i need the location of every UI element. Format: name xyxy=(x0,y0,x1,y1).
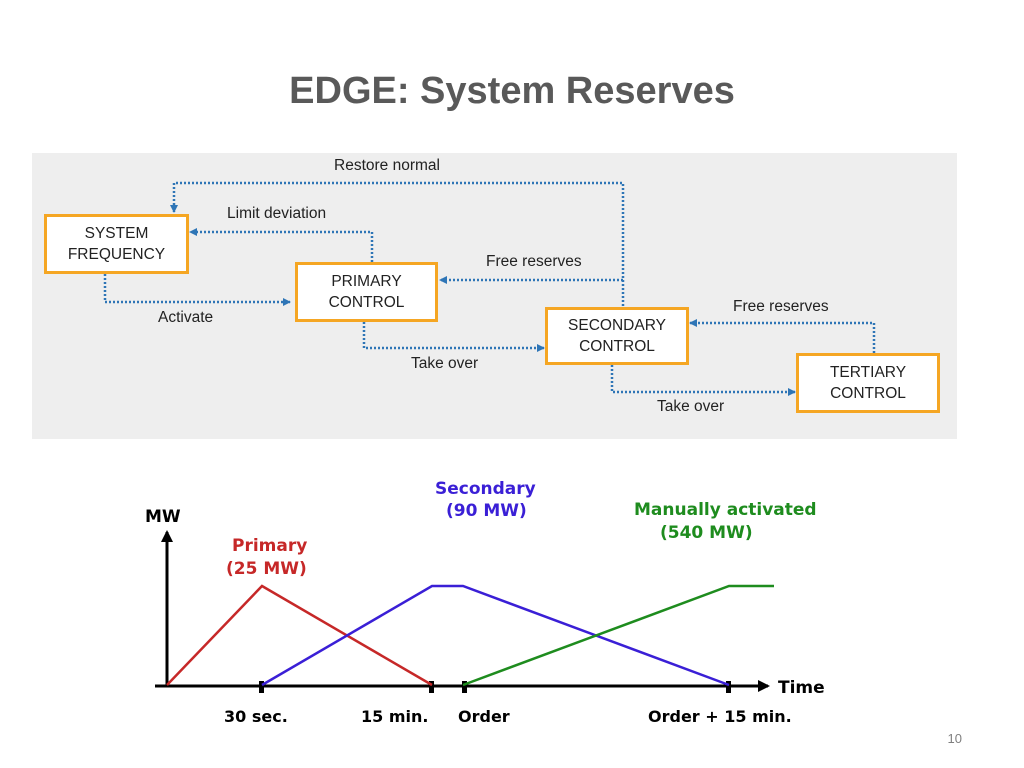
free-reserves-label-primary: Free reserves xyxy=(486,253,582,270)
slide-number: 10 xyxy=(947,731,962,746)
take-over-arrow-tertiary xyxy=(610,365,796,396)
slide-title: EDGE: System Reserves xyxy=(289,70,735,112)
activate-arrow xyxy=(103,274,291,306)
x-tick-label: Order xyxy=(458,707,510,726)
x-tick-15min xyxy=(429,681,434,693)
series-primary-amount: (25 MW) xyxy=(226,559,307,579)
secondary-control-box: SECONDARY CONTROL xyxy=(545,307,689,365)
take-over-label-primary: Take over xyxy=(411,355,479,372)
x-tick-label: 15 min. xyxy=(361,707,428,726)
limit-deviation-label: Limit deviation xyxy=(227,205,327,222)
x-tick-30sec xyxy=(259,681,264,693)
free-reserves-arrow-secondary xyxy=(689,319,876,353)
series-manual-line xyxy=(462,584,774,687)
series-primary-name: Primary xyxy=(232,536,307,556)
series-secondary-name: Secondary xyxy=(435,479,536,499)
take-over-arrow-secondary xyxy=(362,322,545,352)
restore-normal-label: Restore normal xyxy=(334,157,440,174)
x-tick-order xyxy=(462,681,467,693)
x-tick-label: 30 sec. xyxy=(224,707,288,726)
x-axis-label: Time xyxy=(778,678,825,698)
series-primary-line xyxy=(166,584,433,687)
take-over-label-secondary: Take over xyxy=(657,398,725,415)
series-manual-amount: (540 MW) xyxy=(660,523,753,543)
x-tick-label: Order + 15 min. xyxy=(648,707,792,726)
free-reserves-label-secondary: Free reserves xyxy=(733,298,829,315)
x-tick-order-15min xyxy=(726,681,731,693)
y-axis-label: MW xyxy=(145,507,181,527)
series-manual-name: Manually activated xyxy=(634,500,817,520)
activate-label: Activate xyxy=(158,309,214,326)
tertiary-control-box: TERTIARY CONTROL xyxy=(796,353,940,413)
series-secondary-amount: (90 MW) xyxy=(446,501,527,521)
limit-deviation-arrow xyxy=(189,228,374,262)
primary-control-box: PRIMARY CONTROL xyxy=(295,262,438,322)
system-frequency-box: SYSTEM FREQUENCY xyxy=(44,214,189,274)
series-secondary-line xyxy=(261,584,730,687)
restore-normal-arrow xyxy=(170,181,625,306)
